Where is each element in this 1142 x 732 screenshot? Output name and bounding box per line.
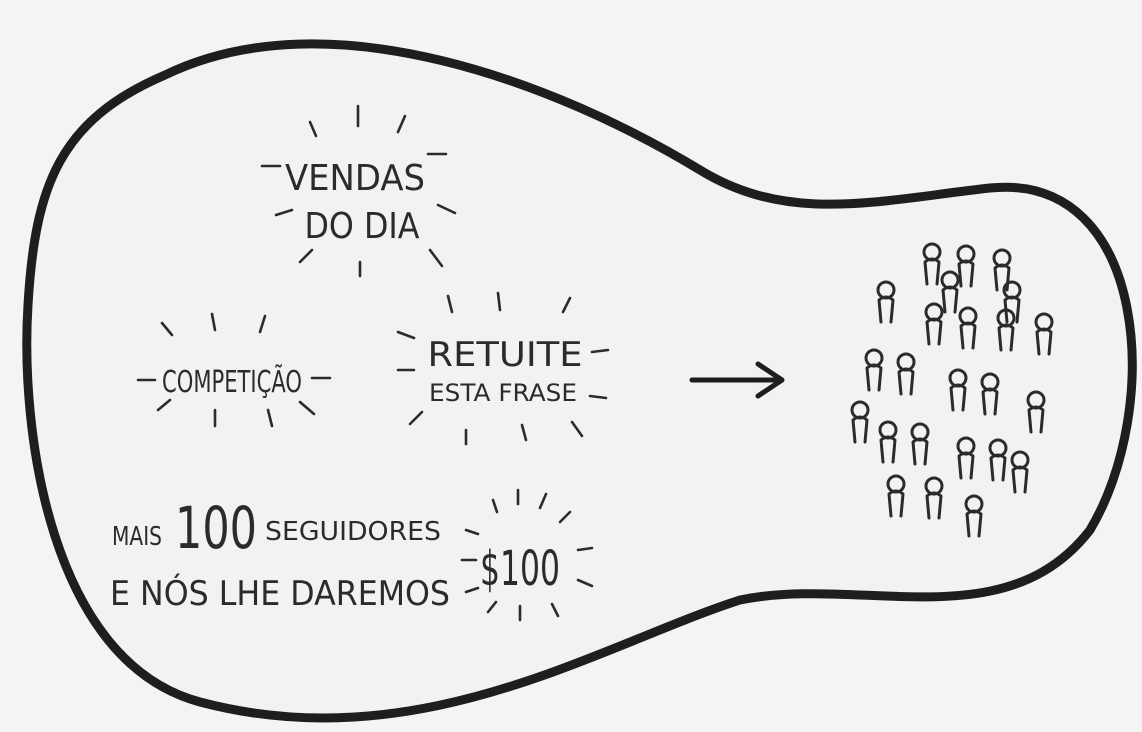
followers-promo: MAIS 100 SEGUIDORES E NÓS LHE DAREMOS <box>110 494 450 614</box>
competition-burst <box>136 312 332 428</box>
followers-prefix: MAIS <box>112 522 162 552</box>
person-icon <box>922 242 942 286</box>
person-icon <box>1026 390 1046 434</box>
person-icon <box>924 302 944 346</box>
right-arrow-icon <box>689 361 785 399</box>
person-icon <box>988 438 1008 482</box>
sales-promo: VENDAS DO DIA <box>260 104 457 278</box>
person-icon <box>878 420 898 464</box>
sales-line2: DO DIA <box>305 206 420 247</box>
person-icon <box>1034 312 1054 356</box>
person-icon <box>1010 450 1030 494</box>
sales-line1: VENDAS <box>285 158 425 199</box>
prize-promo: $100 <box>460 488 594 622</box>
person-icon <box>864 348 884 392</box>
follower-crowd <box>850 242 1054 538</box>
person-icon <box>992 248 1012 292</box>
person-icon <box>886 474 906 518</box>
prize-label: $100 <box>480 541 560 597</box>
retweet-line1: RETUITE <box>428 335 583 375</box>
sales-burst <box>260 104 457 278</box>
prize-burst <box>460 488 594 622</box>
retweet-line2: ESTA FRASE <box>429 379 577 407</box>
competition-promo: COMPETIÇÃO <box>136 312 332 428</box>
person-icon <box>1002 280 1022 324</box>
person-icon <box>956 244 976 288</box>
blob-outline <box>22 39 1137 723</box>
person-icon <box>850 400 870 444</box>
followers-number: 100 <box>175 494 257 562</box>
person-icon <box>956 436 976 480</box>
retweet-burst <box>396 291 610 446</box>
person-icon <box>964 494 984 538</box>
person-icon <box>958 306 978 350</box>
person-icon <box>924 476 944 520</box>
person-icon <box>910 422 930 466</box>
retweet-promo: RETUITE ESTA FRASE <box>396 291 610 446</box>
person-icon <box>980 372 1000 416</box>
followers-suffix: SEGUIDORES <box>265 517 441 547</box>
person-icon <box>876 280 896 324</box>
person-icon <box>940 270 960 314</box>
competition-label: COMPETIÇÃO <box>162 364 302 400</box>
person-icon <box>896 352 916 396</box>
followers-line2: E NÓS LHE DAREMOS <box>110 573 450 614</box>
person-icon <box>948 368 968 412</box>
